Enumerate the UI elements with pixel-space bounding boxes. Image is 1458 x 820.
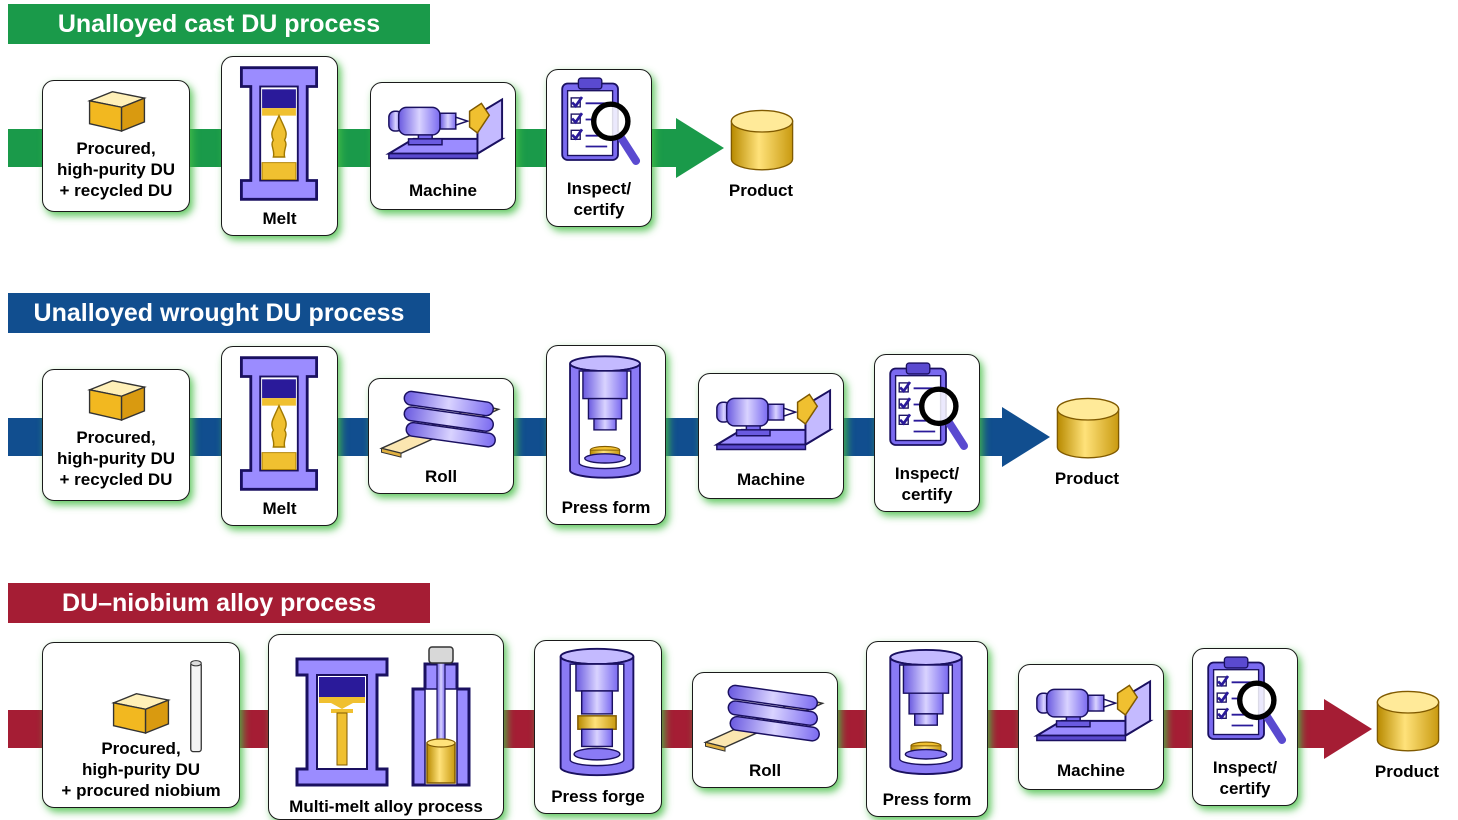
step-melt-wrought: Melt <box>221 346 338 526</box>
step-machine-cast: Machine <box>370 82 516 210</box>
step-label: Machine <box>408 181 478 200</box>
step-machine-niobium: Machine <box>1018 664 1164 790</box>
step-press-form-wrought: Press form <box>546 345 666 525</box>
melt-furnace-icon <box>232 63 326 204</box>
process-arrowhead-wrought <box>1002 407 1050 467</box>
lathe-icon <box>379 89 507 169</box>
section-title-niobium: DU–niobium alloy process <box>8 583 430 623</box>
product-cast: Product <box>726 105 798 200</box>
step-label: Multi-melt alloy process <box>289 797 483 816</box>
multi-melt-furnace-icon <box>287 639 487 789</box>
lathe-icon <box>1027 671 1155 751</box>
step-label: Procured, high-purity DU + recycled DU <box>56 428 176 489</box>
product-cylinder-icon <box>1052 393 1124 465</box>
lathe-icon <box>707 380 835 460</box>
step-label: Machine <box>736 470 806 489</box>
step-roll-niobium: Roll <box>692 672 838 788</box>
step-label: Procured, high-purity DU + procured niob… <box>61 739 221 800</box>
step-procured-niobium: Procured, high-purity DU + procured niob… <box>42 642 240 808</box>
process-arrowhead-niobium <box>1324 699 1372 759</box>
du-cube-icon <box>85 87 149 133</box>
step-label: Press form <box>561 498 651 517</box>
step-press-forge-niobium: Press forge <box>534 640 662 814</box>
section-title-wrought: Unalloyed wrought DU process <box>8 293 430 333</box>
step-label: Inspect/ certify <box>566 179 632 219</box>
press-icon <box>559 352 651 482</box>
step-procured-cast: Procured, high-purity DU + recycled DU <box>42 80 190 212</box>
product-label: Product <box>1374 762 1440 781</box>
step-inspect-wrought: Inspect/ certify <box>874 354 980 512</box>
step-label: Inspect/ certify <box>894 464 960 504</box>
du-cube-icon <box>85 376 149 422</box>
step-label: Roll <box>424 467 458 486</box>
clipboard-magnifier-icon <box>883 359 973 459</box>
step-multi-melt-niobium: Multi-melt alloy process <box>268 634 504 820</box>
step-label: Melt <box>262 209 297 228</box>
step-inspect-niobium: Inspect/ certify <box>1192 648 1298 806</box>
step-inspect-cast: Inspect/ certify <box>546 69 652 227</box>
press-icon <box>549 645 645 779</box>
step-press-form-niobium: Press form <box>866 641 988 817</box>
rolling-mill-icon <box>699 679 829 757</box>
step-label: Procured, high-purity DU + recycled DU <box>56 139 176 200</box>
press-icon <box>879 646 973 778</box>
product-wrought: Product <box>1052 393 1124 488</box>
melt-furnace-icon <box>232 353 326 494</box>
process-arrowhead-cast <box>676 118 724 178</box>
product-label: Product <box>728 181 794 200</box>
product-cylinder-icon <box>726 105 798 177</box>
step-label: Machine <box>1056 761 1126 780</box>
du-cube-icon <box>109 689 173 735</box>
section-title-cast: Unalloyed cast DU process <box>8 4 430 44</box>
product-niobium: Product <box>1372 686 1444 781</box>
step-roll-wrought: Roll <box>368 378 514 494</box>
step-label: Press forge <box>551 787 645 806</box>
step-label: Inspect/ certify <box>1212 758 1278 798</box>
clipboard-magnifier-icon <box>1201 653 1291 753</box>
step-label: Press form <box>882 790 972 809</box>
rolling-mill-icon <box>375 385 505 463</box>
step-label: Roll <box>748 761 782 780</box>
clipboard-magnifier-icon <box>555 74 645 174</box>
product-cylinder-icon <box>1372 686 1444 758</box>
step-label: Melt <box>262 499 297 518</box>
step-procured-wrought: Procured, high-purity DU + recycled DU <box>42 369 190 501</box>
step-melt-cast: Melt <box>221 56 338 236</box>
step-machine-wrought: Machine <box>698 373 844 499</box>
product-label: Product <box>1054 469 1120 488</box>
